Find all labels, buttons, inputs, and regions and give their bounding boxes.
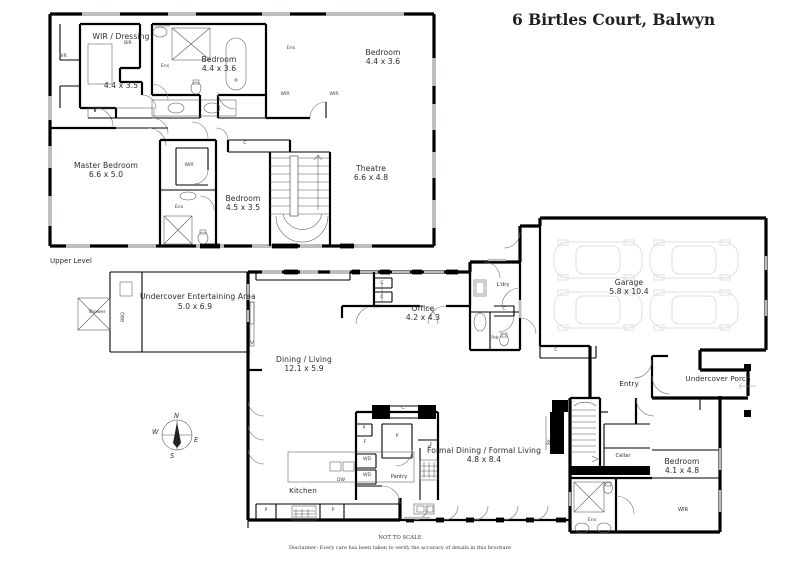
room-label-entry: Entry: [619, 379, 639, 388]
label-dishwasher: DW: [336, 478, 346, 483]
label-shower: Shower: [88, 310, 106, 315]
room-label-pantry: Pantry: [390, 474, 408, 480]
label-fridge-1: F: [363, 440, 367, 445]
label-bir-1: BIR: [59, 54, 67, 59]
room-label-wir-dressing: WIR / Dressing: [92, 32, 150, 41]
room-label-laundry: L'dry: [496, 282, 510, 288]
room-label-garage: Garage 5.8 x 10.4: [609, 278, 649, 297]
label-closet-laundry: C: [502, 307, 506, 312]
room-label-office: Office 4.2 x 4.3: [405, 304, 441, 323]
page-title: 6 Birtles Court, Balwyn: [512, 10, 716, 29]
label-str: Str: [546, 439, 551, 445]
label-bbq: BBQ: [121, 312, 126, 322]
label-wd-2: WD: [362, 473, 372, 478]
label-ens-ground: Ens: [587, 518, 597, 523]
room-label-master-bedroom: Master Bedroom 6.6 x 5.0: [73, 161, 139, 180]
room-label-theatre: Theatre 6.6 x 4.8: [353, 164, 389, 183]
compass-east-label: E: [194, 436, 199, 444]
upper-level-caption: Upper Level: [50, 257, 92, 265]
label-ens-1: Ens: [160, 64, 170, 69]
room-label-bedroom-upper-3: Bedroom 4.5 x 3.5: [225, 194, 261, 213]
compass-south-label: S: [170, 452, 175, 460]
room-label-undercover-porch: Undercover Porch: [685, 374, 751, 383]
label-wir-2: WIR: [329, 92, 339, 97]
label-closet-upper: C: [243, 141, 247, 146]
label-ens-3: Ens: [174, 205, 184, 210]
label-closet-office-bottom: C: [380, 295, 384, 300]
label-powder-room: Pdr: [491, 336, 499, 341]
label-wir-1: WIR: [280, 92, 290, 97]
room-label-bedroom-upper-1: Bedroom 4.4 x 3.6: [201, 55, 237, 74]
label-wir-3: WIR: [184, 163, 194, 168]
compass-west-label: W: [152, 428, 159, 436]
room-label-cellar: Cellar: [615, 453, 631, 459]
label-p-5: P: [427, 446, 431, 451]
room-label-bedroom-upper-2: Bedroom 4.4 x 3.6: [365, 48, 401, 67]
label-closet-kitchen: C: [401, 406, 405, 411]
label-p-3: P: [264, 508, 268, 513]
label-p-1: P: [362, 426, 366, 431]
compass-north-label: N: [174, 412, 179, 420]
label-p-2: P: [395, 434, 399, 439]
disclaimer-text: Disclaimer: Every care has been taken to…: [289, 545, 511, 551]
room-label-undercover-entertaining: Undercover Entertaining Area 5.0 x 6.9: [140, 292, 256, 312]
label-ens-2: Ens: [286, 46, 296, 51]
room-label-formal-dining-living: Formal Dining / Formal Living 4.8 x 8.4: [427, 446, 541, 465]
label-p-4: P: [331, 508, 335, 513]
label-wir-ground: WIR: [677, 507, 689, 513]
label-fridge-2: F: [429, 443, 433, 448]
room-label-dining-living: Dining / Living 12.1 x 5.9: [276, 355, 332, 374]
label-closet-office-top: C: [380, 281, 384, 286]
compass-rose: [161, 419, 193, 451]
room-label-kitchen: Kitchen: [289, 486, 317, 495]
label-bir-2: BIR: [124, 41, 132, 46]
room-label-bedroom-ground: Bedroom 4.1 x 4.8: [664, 457, 700, 476]
label-closet-garage: C: [554, 348, 558, 353]
scale-note: NOT TO SCALE: [378, 535, 422, 541]
label-wd-1: WD: [362, 457, 372, 462]
room-dims-wir-dressing: 4.4 x 3.5: [103, 81, 139, 90]
